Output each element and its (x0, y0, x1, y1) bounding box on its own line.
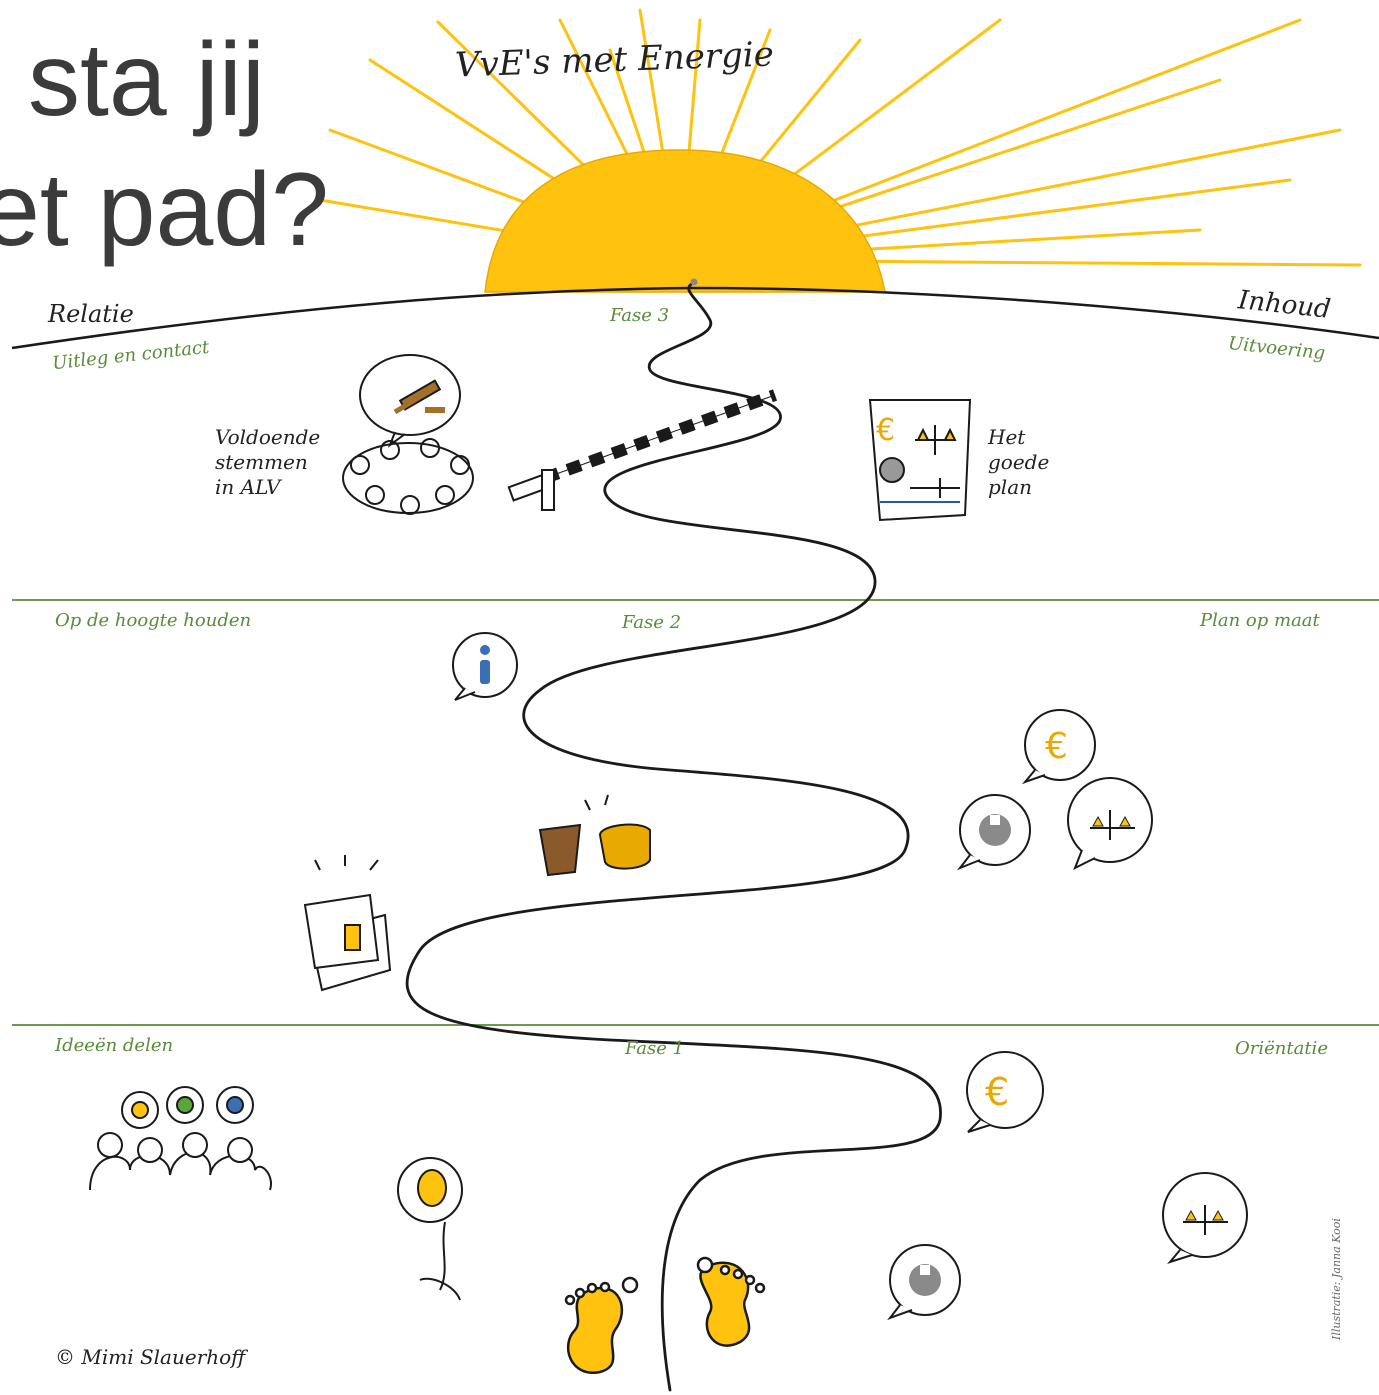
axis-left-label: Relatie (48, 300, 134, 328)
alv-note: Voldoende stemmen in ALV (215, 425, 320, 500)
wrench-bubble-fase2-icon (956, 794, 1031, 871)
idea-group-icon (89, 1086, 272, 1191)
headline-line1: sta jij (28, 22, 265, 138)
copyright-text: © Mimi Slauerhoff (55, 1345, 246, 1369)
sun (484, 149, 886, 293)
phase3-name: Fase 3 (610, 305, 670, 326)
barrier-icon (507, 389, 778, 511)
svg-text:€: € (1045, 726, 1068, 767)
svg-text:€: € (876, 413, 895, 448)
footprints-icon (564, 1256, 766, 1374)
plan-note-line3: plan (988, 475, 1033, 499)
idea-balloon-icon (397, 1157, 463, 1301)
alv-meeting-icon (342, 354, 474, 515)
euro-bubble-fase1-icon: € (966, 1051, 1044, 1133)
svg-text:€: € (985, 1070, 1009, 1114)
wrench-bubble-fase1-icon (887, 1244, 961, 1321)
illustrator-credit: Illustratie: Janna Kooi (1330, 1218, 1343, 1340)
info-bubble-icon (452, 632, 518, 701)
scales-bubble-fase2-icon (1067, 777, 1153, 871)
headline-line2: et pad? (0, 152, 329, 268)
alv-note-line3: in ALV (215, 475, 281, 499)
scales-bubble-fase1-icon (1162, 1172, 1248, 1264)
alv-note-line2: stemmen (215, 450, 308, 474)
phase1-left-label: Ideeën delen (55, 1035, 174, 1056)
path-endpoint (690, 278, 698, 286)
phase2-right-label: Plan op maat (1200, 610, 1320, 631)
alv-note-line1: Voldoende (215, 425, 321, 449)
plan-note-line2: goede (988, 450, 1050, 474)
plan-note: Het goede plan (988, 425, 1049, 500)
plan-document-icon: € (868, 399, 972, 522)
phase2-left-label: Op de hoogte houden (55, 610, 252, 631)
phase1-name: Fase 1 (625, 1038, 685, 1059)
euro-bubble-fase2-icon: € (1021, 709, 1096, 785)
winding-path (405, 281, 942, 1392)
phase2-name: Fase 2 (622, 612, 682, 633)
newsletter-icon (303, 855, 392, 992)
phase1-right-label: Oriëntatie (1235, 1038, 1328, 1059)
coffee-mugs-icon (538, 794, 651, 877)
plan-note-line1: Het (988, 425, 1026, 449)
